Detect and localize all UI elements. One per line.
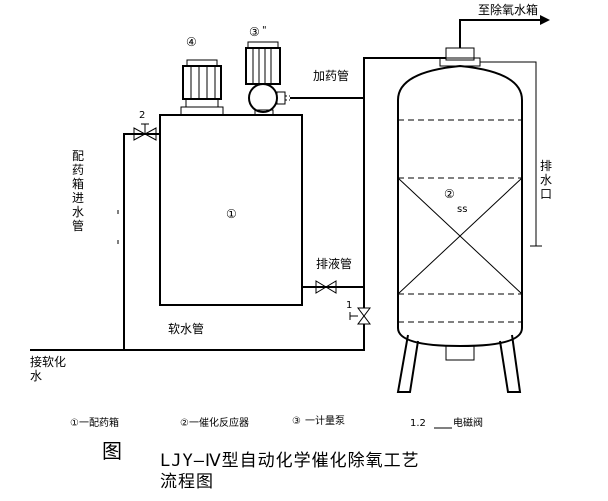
valve-1-number: 1: [346, 300, 352, 311]
motor-number: ④: [186, 35, 197, 49]
discharge-valve-icon: [315, 280, 337, 294]
drain-pipe: [480, 61, 537, 246]
dosing-tank: [159, 114, 303, 306]
tank-inlet-pipe: [123, 133, 160, 350]
metering-pump-icon: [245, 41, 290, 116]
pump-number: ③: [249, 25, 260, 39]
dosing-tank-inlet-label: 配药箱进水管: [72, 149, 84, 233]
legend-item-reactor: ②一催化反应器: [180, 416, 249, 429]
soft-water-inlet-line1: 接软化: [30, 354, 66, 369]
soft-water-inlet-line2: 水: [30, 369, 42, 383]
figure-title-line2: 流程图: [160, 472, 214, 492]
outlet-arrow-icon: [540, 15, 550, 25]
to-deaerator-tank-label: 至除氧水箱: [478, 2, 538, 17]
dosing-pipe-label: 加药管: [313, 68, 349, 83]
discharge-pipe-label: 排液管: [316, 256, 352, 271]
pump-tiny-mark: ": [262, 25, 267, 36]
legend-item-pump-number: ③: [292, 416, 301, 427]
agitator-motor-icon: [180, 59, 224, 116]
dosing-tank-number: ①: [226, 207, 237, 221]
solenoid-valve-2-icon: [133, 123, 157, 141]
soft-water-main-pipe: [30, 324, 365, 351]
discharge-pipe: [302, 286, 365, 308]
reactor-tiny-mark: ss: [457, 204, 467, 215]
figure-title-line1: LJY—Ⅳ型自动化学催化除氧工艺: [160, 451, 420, 471]
legend-item-dosing-tank: ①一配药箱: [70, 416, 119, 429]
catalytic-reactor: [396, 47, 523, 393]
legend-item-valve: 电磁阀: [453, 416, 483, 429]
legend-item-valve-number: 1.2: [410, 418, 426, 429]
figure-label: 图: [102, 439, 122, 463]
soft-water-pipe-label: 软水管: [168, 321, 204, 336]
dosing-pipe-line: [290, 57, 446, 99]
drain-outlet-label: 排水口: [540, 159, 552, 201]
reactor-number: ②: [444, 187, 455, 201]
deaerator-outlet-pipe: [459, 19, 540, 48]
legend-item-pump: 一计量泵: [305, 414, 345, 427]
solenoid-valve-1-icon: [349, 307, 371, 325]
valve-2-number: 2: [139, 110, 145, 121]
